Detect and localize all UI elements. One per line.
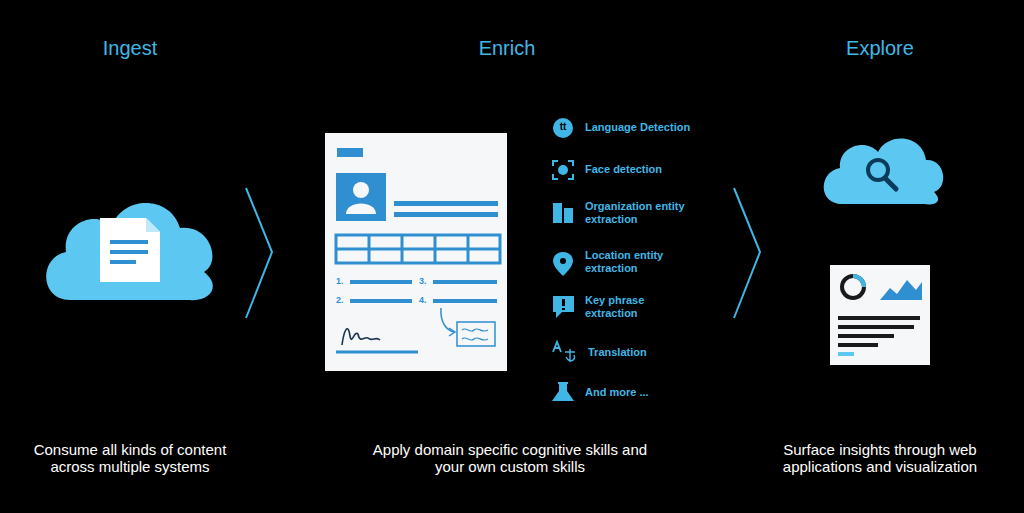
form-document [325, 133, 507, 371]
list-number: 1. [336, 276, 350, 286]
list-number: 3. [419, 276, 433, 286]
skill-name: And more ... [585, 386, 735, 399]
column-caption: Surface insights through web application… [755, 441, 1005, 476]
chevron [246, 188, 272, 318]
dashboard-card [830, 265, 930, 365]
skill-icons [552, 118, 575, 401]
list-number: 2. [336, 295, 350, 305]
skill-name: Translation [588, 346, 738, 359]
column-caption: Apply domain specific cognitive skills a… [365, 441, 655, 476]
list-number: 4. [419, 295, 433, 305]
column-heading: Enrich [407, 37, 607, 60]
chevron [734, 188, 760, 318]
skill-name: Language Detection [585, 121, 735, 134]
column-heading: Ingest [30, 37, 230, 60]
column-heading: Explore [780, 37, 980, 60]
ingest-cloud [46, 203, 213, 300]
skill-name: Face detection [585, 163, 735, 176]
skill-name: Organization entity extraction [585, 200, 697, 225]
explore-cloud [824, 139, 944, 205]
column-caption: Consume all kinds of content across mult… [10, 441, 250, 476]
icon-glyph: tt [553, 121, 573, 133]
skill-name: Location entity extraction [585, 249, 681, 274]
skill-name: Key phrase extraction [585, 294, 657, 319]
